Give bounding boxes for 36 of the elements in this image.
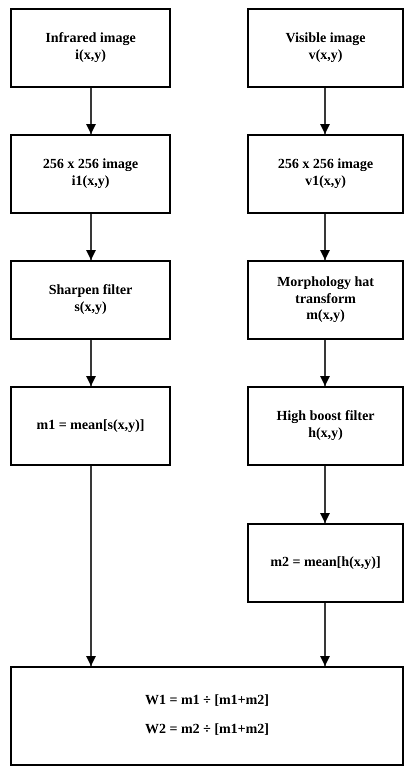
box-heading: 256 x 256 image <box>278 157 374 174</box>
box-heading: Sharpen filter <box>48 283 132 300</box>
process-box <box>247 260 404 340</box>
box-text: i(x,y) <box>75 48 106 65</box>
box-heading: Infrared image <box>45 31 136 48</box>
box-text: i1(x,y) <box>72 174 110 191</box>
box-heading: 256 x 256 image <box>42 157 138 174</box>
process-box <box>247 386 404 466</box>
arrow <box>320 214 330 260</box>
box-text: W2 = m2 ÷ [m1+m2] <box>145 722 269 739</box>
box-text: h(x,y) <box>308 426 343 443</box>
box-text: W1 = m1 ÷ [m1+m2] <box>145 693 269 710</box>
box-text: m2 = mean[h(x,y)] <box>270 554 381 572</box>
box-heading: Visible image <box>286 31 366 48</box>
process-box <box>10 134 171 214</box>
process-box <box>10 666 404 766</box>
box-text: m1 = mean[s(x,y)] <box>36 418 144 434</box>
box-text: v1(x,y) <box>305 174 346 191</box>
box-text: v(x,y) <box>308 48 342 65</box>
arrow <box>320 88 330 134</box>
process-box <box>247 8 404 88</box>
arrow <box>86 214 96 260</box>
arrow <box>86 88 96 134</box>
arrow <box>86 466 96 666</box>
box-text: s(x,y) <box>74 300 107 317</box>
process-box <box>247 523 404 603</box>
arrow <box>86 340 96 386</box>
arrow <box>320 466 330 523</box>
process-box <box>10 8 171 88</box>
process-box <box>247 134 404 214</box>
arrow <box>320 340 330 386</box>
box-text: m(x,y) <box>306 308 345 326</box>
process-box <box>10 260 171 340</box>
process-box <box>10 386 171 466</box>
box-heading: High boost filter <box>276 409 374 426</box>
arrow <box>320 603 330 666</box>
